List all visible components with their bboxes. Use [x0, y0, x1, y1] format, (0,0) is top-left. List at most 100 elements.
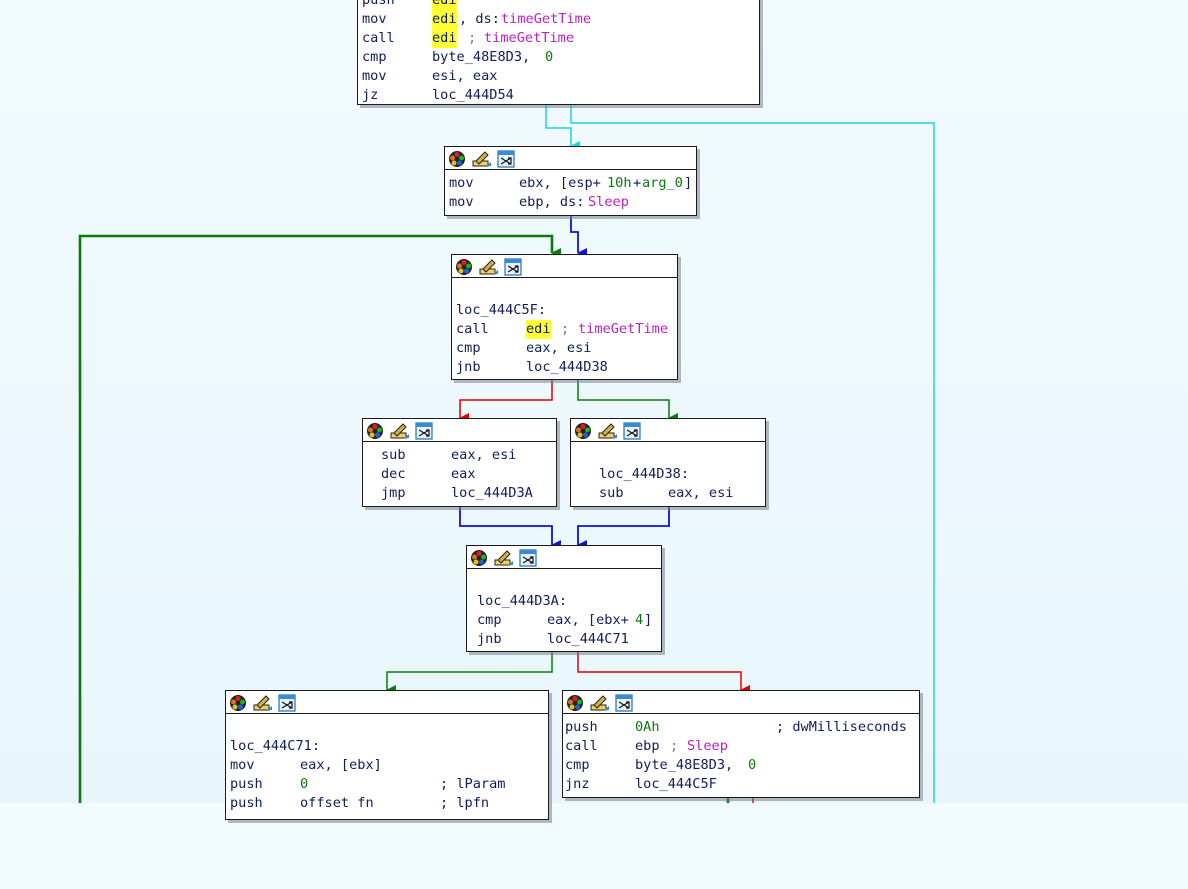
- instr-line[interactable]: mov ebx, [esp+ 10h + arg_0 ]: [445, 174, 696, 193]
- operand: loc_444C5F: [635, 776, 717, 792]
- number: 10h: [607, 175, 632, 191]
- block-label[interactable]: loc_444D3A:: [467, 592, 661, 611]
- edge-b0-loc444D54[interactable]: [570, 105, 935, 803]
- graph-overview-icon[interactable]: [497, 150, 515, 168]
- label-text: loc_444D3A:: [477, 593, 568, 609]
- block-label[interactable]: loc_444C5F:: [452, 301, 677, 320]
- comment: ; dwMilliseconds: [776, 719, 907, 735]
- mnemonic: push: [565, 719, 598, 735]
- color-palette-icon[interactable]: [470, 549, 487, 566]
- graph-overview-icon[interactable]: [623, 422, 641, 440]
- block-2[interactable]: loc_444C5F: call edi ; timeGetTime cmp e…: [451, 254, 678, 380]
- rename-pencil-icon[interactable]: [253, 694, 272, 711]
- mnemonic: mov: [362, 68, 387, 84]
- instr-line[interactable]: call edi ; timeGetTime: [358, 29, 759, 48]
- instr-line[interactable]: call ebp ; Sleep: [563, 737, 919, 756]
- graph-overview-icon[interactable]: [278, 694, 296, 712]
- edge-b4-b5[interactable]: [577, 506, 670, 550]
- block-6[interactable]: loc_444C71: mov eax, [ebx] push 0 ; lPar…: [225, 690, 549, 820]
- block-5[interactable]: loc_444D3A: cmp eax, [ebx+ 4 ] jnb loc_4…: [466, 545, 662, 652]
- color-palette-icon[interactable]: [574, 422, 591, 439]
- instr-line[interactable]: mov eax, [ebx]: [226, 756, 548, 775]
- block-3[interactable]: sub eax, esi dec eax jmp loc_444D3A: [362, 418, 557, 507]
- instr-line[interactable]: cmp eax, [ebx+ 4 ]: [467, 611, 661, 630]
- comment: ; lpfn: [440, 795, 490, 811]
- color-palette-icon[interactable]: [229, 694, 246, 711]
- rename-pencil-icon[interactable]: [390, 422, 409, 439]
- edge-b2-b3[interactable]: [459, 380, 553, 423]
- instr-line[interactable]: call edi ; timeGetTime: [452, 320, 677, 339]
- instr-line[interactable]: push edi: [358, 0, 759, 10]
- mnemonic: cmp: [477, 612, 502, 628]
- number: 0Ah: [635, 719, 660, 735]
- block-4[interactable]: loc_444D38: sub eax, esi: [570, 418, 766, 507]
- rename-pencil-icon[interactable]: [590, 694, 609, 711]
- instr-line[interactable]: cmp byte_48E8D3, 0: [563, 756, 919, 775]
- instr-line[interactable]: jnz loc_444C5F: [563, 775, 919, 794]
- instr-line[interactable]: jnb loc_444C71: [467, 630, 661, 649]
- color-palette-icon[interactable]: [566, 694, 583, 711]
- number: 0: [748, 757, 757, 773]
- block-7-body: push 0Ah ; dwMilliseconds call ebp ; Sle…: [563, 714, 919, 794]
- graph-overview-icon[interactable]: [519, 549, 537, 567]
- operand: byte_48E8D3,: [432, 49, 539, 65]
- graph-overview-icon[interactable]: [504, 258, 522, 276]
- operand-highlight: edi: [432, 10, 457, 29]
- block-1[interactable]: mov ebx, [esp+ 10h + arg_0 ] mov ebp, ds…: [444, 146, 697, 216]
- operand: eax, [ebx+: [547, 612, 629, 628]
- mnemonic: sub: [381, 447, 406, 463]
- instr-line[interactable]: jnb loc_444D38: [452, 358, 677, 377]
- block-4-header: [571, 419, 765, 442]
- instr-line[interactable]: push 0Ah ; dwMilliseconds: [563, 718, 919, 737]
- instr-line[interactable]: mov esi, eax: [358, 67, 759, 86]
- rename-pencil-icon[interactable]: [472, 150, 491, 167]
- color-palette-icon[interactable]: [366, 422, 383, 439]
- operand: edi: [432, 0, 457, 10]
- operand-highlight: edi: [432, 29, 457, 48]
- operand: ebp: [635, 738, 660, 754]
- block-4-body: loc_444D38: sub eax, esi: [571, 442, 765, 503]
- rename-pencil-icon[interactable]: [479, 258, 498, 275]
- block-0[interactable]: push edi mov edi , ds: timeGetTime call …: [357, 0, 760, 105]
- block-5-body: loc_444D3A: cmp eax, [ebx+ 4 ] jnb loc_4…: [467, 569, 661, 649]
- graph-canvas: [78, 105, 935, 803]
- graph-overview-icon[interactable]: [415, 422, 433, 440]
- edge-loop-back-b2[interactable]: [78, 234, 561, 803]
- instr-line[interactable]: mov edi , ds: timeGetTime: [358, 10, 759, 29]
- mnemonic: jnz: [565, 776, 590, 792]
- instr-line[interactable]: cmp eax, esi: [452, 339, 677, 358]
- operand: ebp, ds:: [519, 194, 585, 210]
- comment: ;: [561, 321, 570, 337]
- instr-line[interactable]: dec eax: [363, 465, 556, 484]
- edge-b0-b1[interactable]: [545, 105, 580, 151]
- instr-line[interactable]: jz loc_444D54: [358, 86, 759, 105]
- instr-line[interactable]: sub eax, esi: [363, 446, 556, 465]
- color-palette-icon[interactable]: [455, 258, 472, 275]
- instr-line[interactable]: push offset fn ; lpfn: [226, 794, 548, 813]
- mnemonic: mov: [449, 175, 474, 191]
- comment: ; lParam: [440, 776, 506, 792]
- blank-line: [452, 282, 677, 301]
- edge-b2-b4[interactable]: [577, 380, 678, 423]
- symbol: Sleep: [687, 738, 728, 754]
- rename-pencil-icon[interactable]: [598, 422, 617, 439]
- block-label[interactable]: loc_444D38:: [571, 465, 765, 484]
- edge-b5-b6[interactable]: [386, 652, 553, 695]
- instr-line[interactable]: jmp loc_444D3A: [363, 484, 556, 503]
- operand: eax: [451, 466, 476, 482]
- instr-line[interactable]: push 0 ; lParam: [226, 775, 548, 794]
- color-palette-icon[interactable]: [448, 150, 465, 167]
- instr-line[interactable]: cmp byte_48E8D3, 0: [358, 48, 759, 67]
- graph-overview-icon[interactable]: [615, 694, 633, 712]
- edge-b1-b2[interactable]: [570, 215, 587, 258]
- mnemonic: push: [230, 795, 263, 811]
- block-label[interactable]: loc_444C71:: [226, 737, 548, 756]
- symbol: timeGetTime: [578, 321, 669, 337]
- edge-b5-b7[interactable]: [577, 652, 750, 695]
- edge-b3-b5[interactable]: [459, 506, 561, 550]
- mnemonic: push: [230, 776, 263, 792]
- rename-pencil-icon[interactable]: [494, 549, 513, 566]
- instr-line[interactable]: sub eax, esi: [571, 484, 765, 503]
- instr-line[interactable]: mov ebp, ds: Sleep: [445, 193, 696, 212]
- block-7[interactable]: push 0Ah ; dwMilliseconds call ebp ; Sle…: [562, 690, 920, 798]
